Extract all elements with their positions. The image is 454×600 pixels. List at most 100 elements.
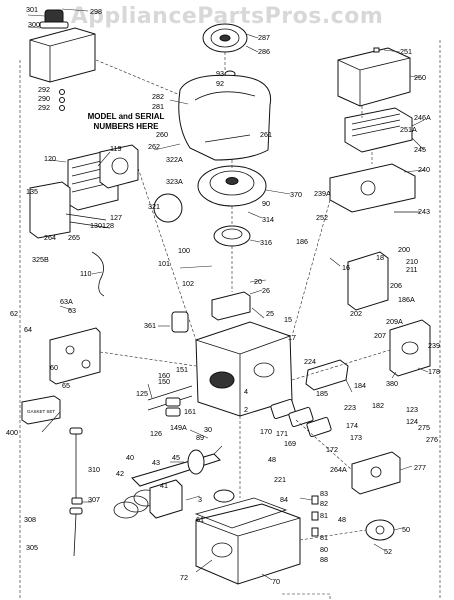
callout-label: 63 [68, 306, 76, 315]
callout-label: 186A [398, 295, 415, 304]
callout-label: 281 [152, 102, 164, 111]
callout-label: 48 [338, 515, 346, 524]
assembly-guide-line [137, 167, 197, 341]
callout-label: 252 [316, 213, 328, 222]
callout-label: 210 [406, 257, 418, 266]
callout-label: 361 [144, 321, 156, 330]
callout-label: 88 [320, 555, 328, 564]
callout-label: 224 [304, 357, 316, 366]
callout-label: 174 [346, 421, 358, 430]
callout-label: 50 [402, 525, 410, 534]
cylinder-baffle-part [29, 181, 71, 239]
callout-label: 81 [320, 511, 328, 520]
callout-label: 206 [390, 281, 402, 290]
callout-label: 223 [344, 403, 356, 412]
callout-label: 307 [88, 495, 100, 504]
callout-label: 17 [288, 333, 296, 342]
callout-label: 239A [314, 189, 331, 198]
callout-label: 275 [418, 423, 430, 432]
callout-label: 262 [148, 142, 160, 151]
callout-label: 123 [406, 405, 418, 414]
callout-label: 184 [354, 381, 366, 390]
fuel-pump-part [365, 519, 395, 541]
screw-251 [373, 47, 380, 53]
fasteners-292-group [59, 89, 65, 111]
callout-label: 93 [216, 69, 224, 78]
callout-label: 4 [244, 387, 248, 396]
sump-gasket-part [194, 497, 288, 529]
callout-label: 171 [276, 429, 288, 438]
callout-labels: 301 298 300 292 290 292 287 286 93 92 28… [6, 5, 440, 586]
callout-label: 251 [400, 47, 412, 56]
assembly-guide-line [299, 529, 367, 541]
head-bolts-group [65, 213, 111, 229]
callout-label: 101 [158, 259, 170, 268]
callout-label: 264 [44, 233, 56, 242]
leader-line [27, 14, 46, 17]
drain-plug-group [311, 495, 319, 537]
callout-label: 42 [116, 469, 124, 478]
callout-label: 178 [428, 367, 440, 376]
callout-label: 62 [10, 309, 18, 318]
callout-label: 298 [90, 7, 102, 16]
callout-label: 277 [414, 463, 426, 472]
callout-label: 202 [350, 309, 362, 318]
callout-label: 314 [262, 215, 274, 224]
callout-label: 323A [166, 177, 183, 186]
callout-label: 305 [26, 543, 38, 552]
callout-label: 160 [158, 371, 170, 380]
callout-label: 127 [110, 213, 122, 222]
air-cleaner-cover-part [337, 47, 411, 107]
valves-group [147, 385, 193, 417]
mounting-bracket-part [49, 327, 101, 385]
callout-label: 250 [414, 73, 426, 82]
callout-label: 301 [26, 5, 38, 14]
callout-label: 26 [262, 286, 270, 295]
assembly-guide-line [295, 419, 353, 471]
leader-lines-group [41, 8, 429, 581]
fuel-tank-part [29, 27, 96, 83]
spark-plug-wire-part [91, 251, 105, 297]
ignition-coil-part [213, 225, 251, 247]
callout-label: 124 [406, 417, 418, 426]
assembly-guide-line [99, 351, 197, 367]
callout-label: 16 [342, 263, 350, 272]
callout-label: 292 [38, 85, 50, 94]
callout-label: 65 [62, 381, 70, 390]
callout-label: 276 [426, 435, 438, 444]
detail-circle-321 [153, 193, 183, 223]
callout-label: 45 [172, 453, 180, 462]
crankshaft-part [131, 449, 221, 487]
callout-label: 200 [398, 245, 410, 254]
callout-label: 170 [260, 427, 272, 436]
callout-label: 286 [258, 47, 270, 56]
callout-label: 130 [90, 221, 102, 230]
callout-label: 41 [160, 481, 168, 490]
callout-label: 18 [376, 253, 384, 262]
callout-label: 300 [28, 20, 40, 29]
callout-label: 290 [38, 94, 50, 103]
callout-label: 72 [180, 573, 188, 582]
muffler-part [351, 451, 401, 495]
callout-label: 80 [320, 545, 328, 554]
callout-label: 325B [32, 255, 49, 264]
callout-label: 207 [374, 331, 386, 340]
assembly-guide-line [291, 199, 331, 337]
callout-label: 84 [280, 495, 288, 504]
gasket-set-box-part [21, 395, 61, 425]
assembly-guide-line [282, 593, 331, 600]
callout-label: 92 [216, 79, 224, 88]
blower-housing-part [178, 74, 272, 161]
callout-label: 120 [44, 154, 56, 163]
callout-label: 70 [272, 577, 280, 586]
callout-label: 308 [24, 515, 36, 524]
callout-label: 265 [68, 233, 80, 242]
model-serial-note: MODEL and SERIAL NUMBERS HERE [80, 112, 172, 132]
callout-label: 149A [170, 423, 187, 432]
valve-cover-gaskets-group [270, 398, 332, 438]
callout-label: 135 [26, 187, 38, 196]
callout-label: 239 [428, 341, 440, 350]
callout-label: 310 [88, 465, 100, 474]
callout-label: 172 [326, 445, 338, 454]
callout-label: 287 [258, 33, 270, 42]
